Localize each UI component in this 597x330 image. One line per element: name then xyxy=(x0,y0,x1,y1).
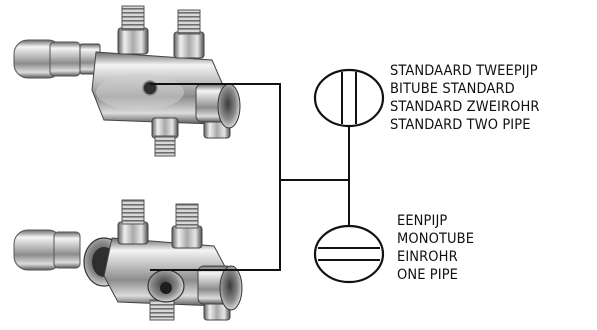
valve-two-pipe-mode xyxy=(13,5,241,157)
one-pipe-label-en: ONE PIPE xyxy=(397,267,459,283)
two-pipe-label-de: STANDARD ZWEIROHR xyxy=(390,99,540,115)
two-pipe-label-fr: BITUBE STANDARD xyxy=(390,81,515,97)
one-pipe-label: EENPIJP MONOTUBE EINROHR ONE PIPE xyxy=(397,212,474,284)
one-pipe-label-nl: EENPIJP xyxy=(397,213,448,229)
two-pipe-label-nl: STANDAARD TWEEPIJP xyxy=(390,63,538,79)
one-pipe-symbol xyxy=(313,224,385,284)
two-pipe-label: STANDAARD TWEEPIJP BITUBE STANDARD STAND… xyxy=(390,62,540,134)
valve-one-pipe-mode xyxy=(13,199,243,321)
one-pipe-label-fr: MONOTUBE xyxy=(397,231,475,247)
two-pipe-label-en: STANDARD TWO PIPE xyxy=(390,117,531,133)
two-pipe-symbol xyxy=(313,68,385,128)
connector-lower-valve xyxy=(150,180,281,271)
connector-lines xyxy=(150,83,350,271)
connector-upper-valve xyxy=(150,83,281,180)
one-pipe-label-de: EINROHR xyxy=(397,249,458,265)
